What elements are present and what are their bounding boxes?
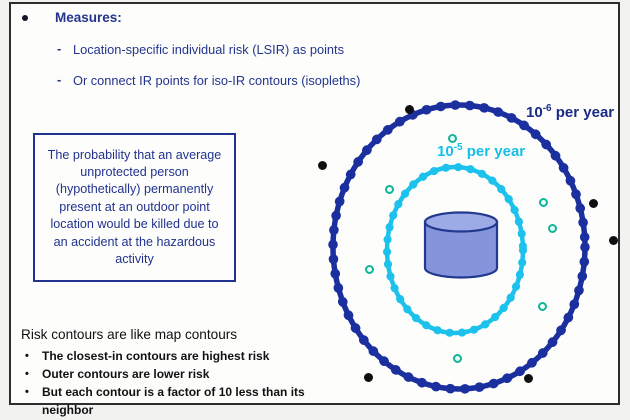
dash-bullet-icon: -	[57, 41, 62, 56]
risk-notes-list: • The closest-in contours are highest ris…	[21, 347, 351, 419]
lsir-point-mid	[384, 184, 394, 194]
lsir-point-mid	[452, 353, 462, 363]
definition-box: The probability that an average unprotec…	[33, 133, 236, 282]
lsir-point-mid	[447, 133, 457, 143]
lsir-point-outer	[363, 372, 373, 382]
definition-text: The probability that an average unprotec…	[47, 147, 222, 267]
risk-notes-title: Risk contours are like map contours	[21, 327, 238, 342]
dot-bullet-icon: •	[25, 368, 29, 380]
risk-note-label: The closest-in contours are highest risk	[42, 349, 270, 363]
risk-note-item: • Outer contours are lower risk	[21, 365, 351, 383]
lsir-point-outer	[317, 160, 327, 170]
measures-item: -Or connect IR points for iso-IR contour…	[20, 72, 440, 89]
lsir-point-mid	[547, 223, 557, 233]
outer-label-unit: per year	[551, 104, 615, 121]
dot-bullet-icon: •	[25, 350, 29, 362]
risk-note-label: But each contour is a factor of 10 less …	[42, 385, 305, 417]
lsir-point-mid	[538, 197, 548, 207]
outer-contour-label: 10-6 per year	[526, 103, 614, 121]
inner-label-unit: per year	[462, 143, 526, 160]
risk-note-item: • But each contour is a factor of 10 less…	[21, 383, 351, 419]
measures-title-row: Measures:	[20, 9, 440, 27]
inner-label-base: 10	[437, 143, 454, 160]
dash-bullet-icon: -	[57, 72, 62, 87]
measures-item-label: Or connect IR points for iso-IR contours…	[73, 73, 361, 88]
lsir-point-mid	[364, 264, 374, 274]
lsir-point-outer	[608, 235, 618, 245]
measures-title: Measures:	[55, 10, 122, 25]
measures-item-label: Location-specific individual risk (LSIR)…	[73, 42, 344, 57]
dot-bullet-icon: •	[25, 386, 29, 398]
measures-item: -Location-specific individual risk (LSIR…	[20, 41, 440, 58]
lsir-point-mid	[537, 301, 547, 311]
risk-note-label: Outer contours are lower risk	[42, 367, 210, 381]
lsir-point-outer	[523, 373, 533, 383]
lsir-point-outer	[588, 198, 598, 208]
lsir-point-outer	[404, 104, 414, 114]
inner-contour-label: 10-5 per year	[437, 142, 525, 160]
outer-label-base: 10	[526, 104, 543, 121]
inner-label-exponent: -5	[453, 142, 463, 153]
measures-list: -Location-specific individual risk (LSIR…	[20, 41, 440, 89]
risk-note-item: • The closest-in contours are highest ris…	[21, 347, 351, 365]
outer-label-exponent: -6	[542, 103, 552, 114]
risk-notes-section: Risk contours are like map contours • The…	[21, 325, 351, 419]
measures-section: Measures: -Location-specific individual …	[20, 9, 440, 89]
bullet-icon	[22, 15, 28, 21]
